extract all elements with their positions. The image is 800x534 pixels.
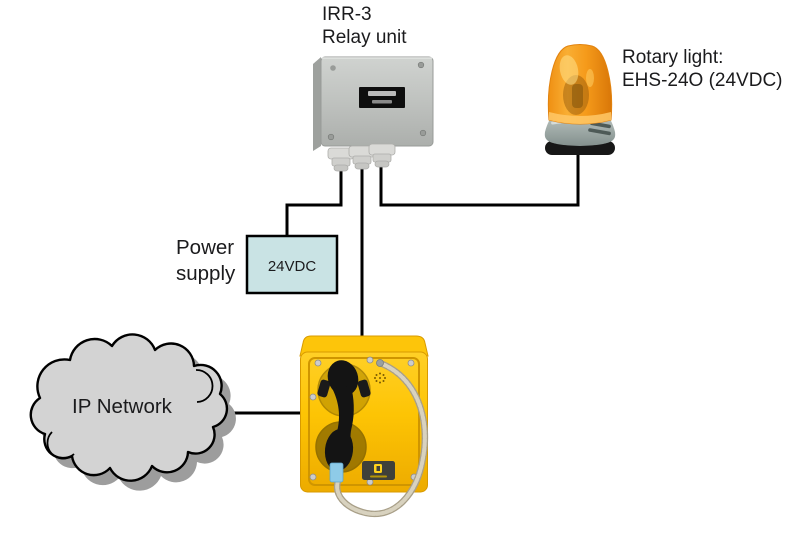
ip-network-label: IP Network — [72, 395, 173, 418]
beacon-highlight — [559, 55, 579, 85]
phone-screw — [309, 473, 317, 481]
relay-screw — [327, 133, 335, 141]
power-supply-rect — [245, 234, 339, 295]
beacon-wire — [379, 145, 580, 207]
phone-inner-panel — [308, 357, 420, 486]
power-supply-value: 24VDC — [268, 258, 317, 275]
cradle-hook-right — [357, 379, 371, 398]
cradle-hook-left — [317, 379, 331, 398]
beacon-lamp — [572, 84, 583, 108]
beacon-highlight-small — [586, 69, 594, 87]
relay-nameplate-logo — [368, 91, 396, 96]
power-supply-label-line1: Power — [176, 236, 234, 259]
armored-cord — [333, 359, 429, 518]
power-supply-label-line2: supply — [176, 262, 236, 285]
rotary-light-image — [544, 44, 616, 155]
relay-screw — [417, 61, 425, 69]
phone-screw — [314, 359, 322, 367]
labels: IRR-3 Relay unit Rotary light: EHS-24O (… — [176, 4, 783, 285]
phone-image — [299, 335, 429, 518]
beacon-reflector-shadow — [563, 75, 589, 115]
phone-top-cap — [299, 335, 429, 357]
power-supply-wire — [285, 150, 343, 240]
power-supply-box: 24VDC — [245, 234, 339, 295]
relay-nameplate-model — [372, 100, 392, 104]
rotary-light-label-line2: EHS-24O (24VDC) — [622, 70, 783, 91]
phone-screws — [309, 356, 418, 486]
phone-screw — [366, 356, 374, 364]
phone-screw — [407, 359, 415, 367]
cloud-curl — [46, 431, 75, 460]
speaker-grille — [374, 372, 386, 384]
cable-gland — [348, 145, 376, 170]
relay-screw — [419, 129, 427, 137]
handset-cord-band — [329, 462, 344, 483]
ip-network-cloud: IP Network — [29, 333, 236, 491]
handset — [324, 360, 359, 471]
cord-fitting — [376, 359, 384, 367]
relay-unit-image — [313, 56, 434, 172]
cable-gland — [368, 143, 396, 168]
beacon-dome-rim — [549, 112, 611, 124]
brand-plate — [362, 461, 395, 480]
brand-logo-text — [370, 475, 387, 478]
cloud-curl — [195, 369, 214, 403]
relay-nameplate — [359, 87, 405, 108]
relay-box-side — [313, 57, 321, 151]
cable-glands — [327, 143, 396, 172]
relay-screw — [330, 65, 336, 71]
relay-title-line1: IRR-3 — [322, 4, 372, 25]
beacon-base-vent — [588, 128, 611, 136]
relay-title-line2: Relay unit — [322, 27, 407, 48]
handset-mouthpiece — [324, 429, 354, 471]
rotary-light-label-line1: Rotary light: — [622, 47, 723, 68]
phone-screw — [309, 393, 317, 401]
